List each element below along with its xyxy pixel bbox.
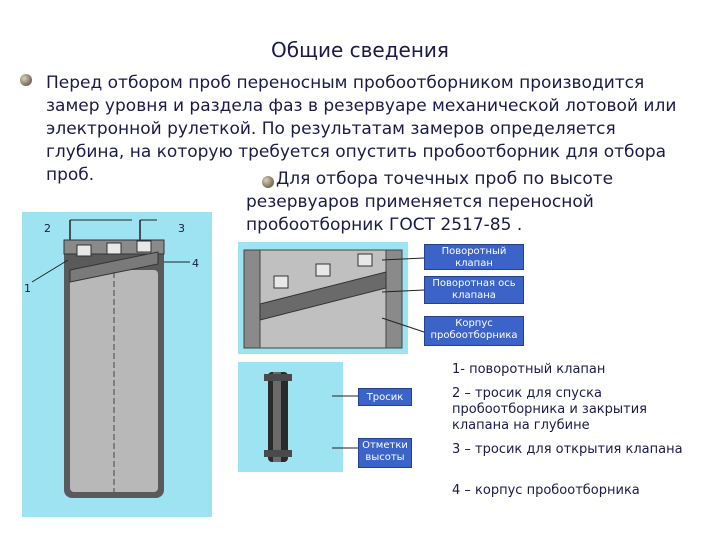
legend-item-1: 1- поворотный клапан [452,362,606,377]
legend-item-4: 4 – корпус пробоотборника [452,483,640,498]
label-1: 1 [24,282,31,295]
valve-detail-figure [238,242,408,354]
cable-leaders [332,395,360,449]
callout-valve-axis: Поворотная ось клапана [424,276,524,304]
valve-detail-drawing [238,242,408,354]
legend-item-3: 3 – тросик для открытия клапана [452,442,683,457]
sampler-cross-section-drawing [22,212,212,517]
point-sampling-paragraph: Для отбора точечных проб по высоте резер… [246,169,614,235]
label-3: 3 [178,222,185,235]
slide-title: Общие сведения [271,38,449,62]
intro-paragraph: Перед отбором проб переносным пробоотбор… [46,73,677,185]
legend-item-2: 2 – тросик для спуска пробоотборника и з… [452,386,647,433]
cable-drawing [238,362,343,472]
label-4: 4 [192,257,199,270]
callout-rotary-valve: Поворотный клапан [424,244,524,270]
cable-figure [238,362,343,472]
bullet-icon [20,74,32,86]
label-2: 2 [44,222,51,235]
callout-sampler-body: Корпус пробоотборника [424,316,524,346]
callout-height-marks: Отметки высоты [358,438,412,468]
bullet-icon [262,176,274,188]
sampler-cross-section-figure: 2 3 4 1 [22,212,212,517]
callout-cable: Тросик [358,388,412,406]
callout-leaders [381,257,425,333]
